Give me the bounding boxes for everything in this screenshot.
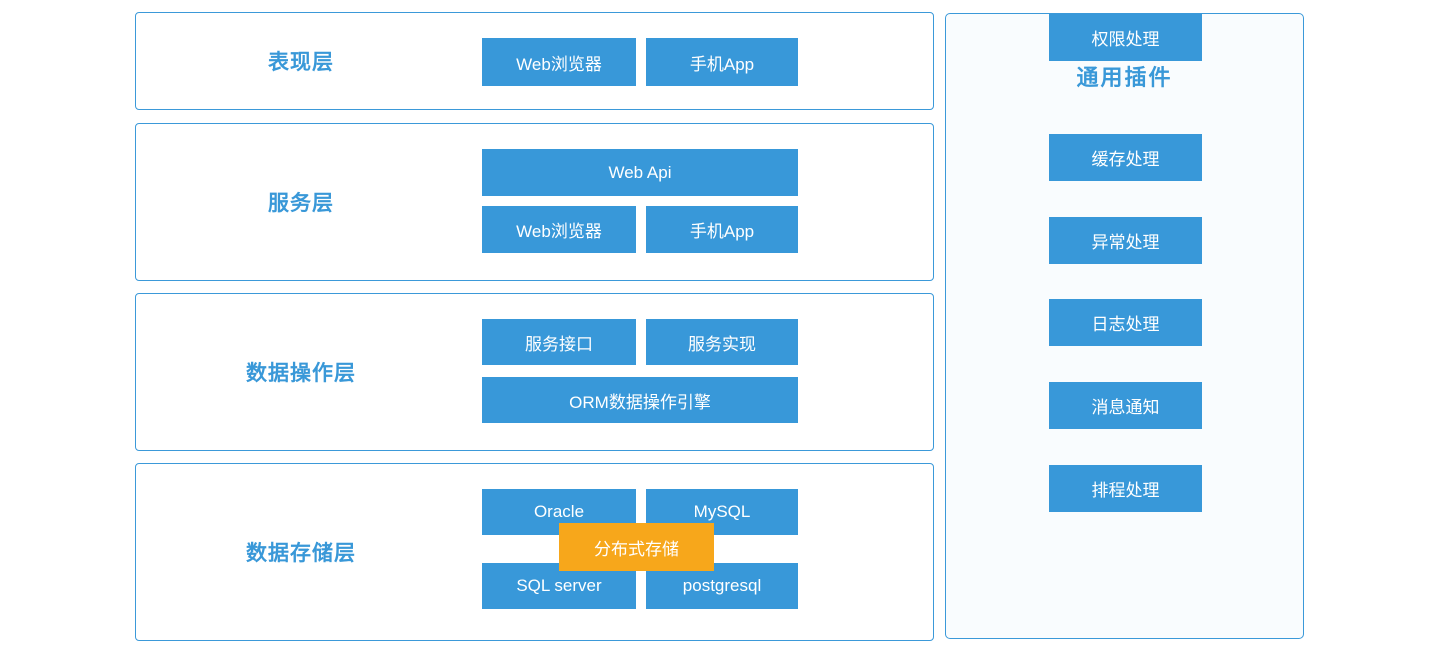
node-mobile-app: 手机App bbox=[646, 206, 798, 253]
layer-service: 服务层 Web Api Web浏览器 手机App bbox=[135, 123, 934, 281]
plugin-permission: 权限处理 bbox=[1049, 14, 1202, 61]
layer-service-label: 服务层 bbox=[268, 192, 334, 215]
node-postgresql: postgresql bbox=[646, 563, 798, 609]
node-service-interface: 服务接口 bbox=[482, 319, 636, 365]
plugin-exception: 异常处理 bbox=[1049, 217, 1202, 264]
node-distributed-storage: 分布式存储 bbox=[559, 523, 714, 571]
plugin-scheduling: 排程处理 bbox=[1049, 465, 1202, 512]
node-orm-engine: ORM数据操作引擎 bbox=[482, 377, 798, 423]
node-web-api: Web Api bbox=[482, 149, 798, 196]
layer-presentation-label: 表现层 bbox=[268, 51, 334, 74]
node-mobile-app: 手机App bbox=[646, 38, 798, 86]
layer-presentation: 表现层 Web浏览器 手机App bbox=[135, 12, 934, 110]
node-web-browser: Web浏览器 bbox=[482, 206, 636, 253]
plugin-cache: 缓存处理 bbox=[1049, 134, 1202, 181]
layer-data-operation-label: 数据操作层 bbox=[246, 362, 356, 385]
plugins-panel: 通用插件 权限处理 缓存处理 异常处理 日志处理 消息通知 排程处理 bbox=[945, 13, 1304, 639]
node-sql-server: SQL server bbox=[482, 563, 636, 609]
plugin-logging: 日志处理 bbox=[1049, 299, 1202, 346]
node-web-browser: Web浏览器 bbox=[482, 38, 636, 86]
node-service-implementation: 服务实现 bbox=[646, 319, 798, 365]
layer-data-storage: 数据存储层 Oracle MySQL SQL server postgresql… bbox=[135, 463, 934, 641]
plugin-notification: 消息通知 bbox=[1049, 382, 1202, 429]
layer-data-storage-label: 数据存储层 bbox=[246, 542, 356, 565]
plugins-panel-title: 通用插件 bbox=[1076, 65, 1173, 90]
layer-data-operation: 数据操作层 服务接口 服务实现 ORM数据操作引擎 bbox=[135, 293, 934, 451]
